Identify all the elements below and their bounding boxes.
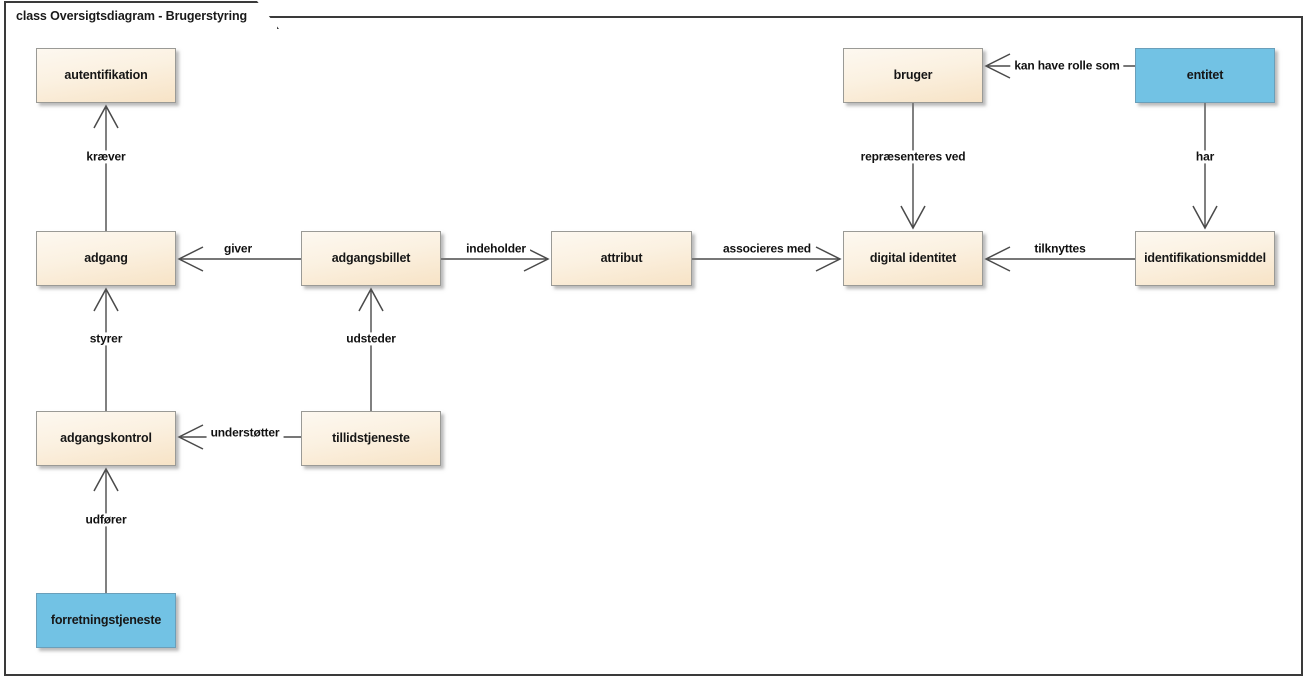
node-label: entitet	[1186, 68, 1224, 83]
node-attribut[interactable]: attribut	[551, 231, 692, 286]
page-title: class Oversigtsdiagram - Brugerstyring	[16, 9, 248, 23]
node-label: tillidstjeneste	[332, 431, 410, 446]
node-adgangskontrol[interactable]: adgangskontrol	[36, 411, 176, 466]
node-bruger[interactable]: bruger	[843, 48, 983, 103]
edge-label-kan-have-rolle-som: kan have rolle som	[1010, 59, 1124, 73]
node-label: adgangsbillet	[331, 251, 411, 266]
edge-label-repraesenteres-ved: repræsenteres ved	[856, 150, 970, 164]
edge-label-udfoerer: udfører	[81, 513, 131, 527]
node-tillidstjeneste[interactable]: tillidstjeneste	[301, 411, 441, 466]
node-entitet[interactable]: entitet	[1135, 48, 1275, 103]
diagram-title-tab: class Oversigtsdiagram - Brugerstyring	[4, 1, 279, 29]
edge-label-associeres-med: associeres med	[719, 242, 815, 256]
edge-label-har: har	[1191, 150, 1219, 164]
node-label: attribut	[600, 251, 643, 266]
node-label: digital identitet	[869, 251, 957, 266]
edge-label-understoetter: understøtter	[206, 426, 284, 440]
node-label: adgang	[84, 251, 128, 266]
edge-label-styrer: styrer	[85, 332, 127, 346]
frame-tab-mask	[6, 27, 253, 31]
node-label: adgangskontrol	[60, 431, 152, 446]
edge-label-kraever: kræver	[82, 150, 130, 164]
edge-label-indeholder: indeholder	[462, 242, 530, 256]
node-label: autentifikation	[64, 68, 148, 83]
edge-label-tilknyttes: tilknyttes	[1030, 242, 1090, 256]
edge-label-giver: giver	[220, 242, 256, 256]
node-forretningstjeneste[interactable]: forretningstjeneste	[36, 593, 176, 648]
node-digital-identitet[interactable]: digital identitet	[843, 231, 983, 286]
node-adgangsbillet[interactable]: adgangsbillet	[301, 231, 441, 286]
node-label: identifikationsmiddel	[1144, 251, 1266, 266]
edge-label-udsteder: udsteder	[342, 332, 400, 346]
node-autentifikation[interactable]: autentifikation	[36, 48, 176, 103]
diagram-frame	[4, 16, 1303, 676]
node-label: forretningstjeneste	[50, 613, 162, 628]
node-adgang[interactable]: adgang	[36, 231, 176, 286]
node-identifikationsmiddel[interactable]: identifikationsmiddel	[1135, 231, 1275, 286]
node-label: bruger	[893, 68, 933, 83]
